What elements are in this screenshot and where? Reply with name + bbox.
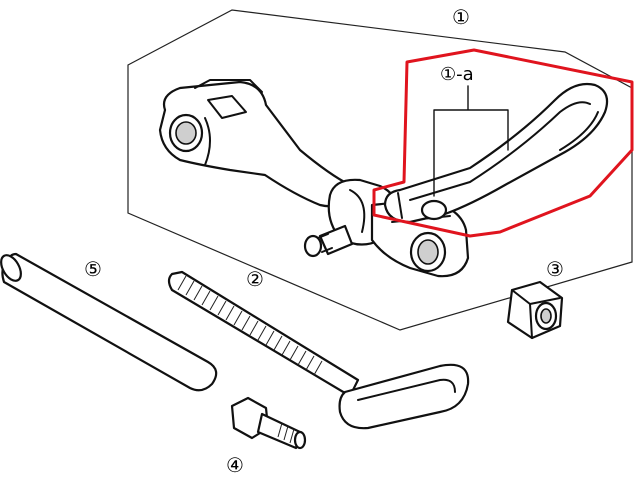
part-5-rod: [0, 252, 218, 392]
assembly-boundary: [127, 9, 633, 331]
part-2-t-bolt: [167, 270, 470, 430]
highlight-outline: [372, 48, 634, 238]
part-5-label: ⑤: [84, 257, 102, 281]
sub-part-leader: [433, 85, 509, 197]
sub-part-label: ①-a: [440, 64, 474, 85]
part-4-shoulder-bolt: [230, 396, 307, 450]
part-3-label: ③: [546, 257, 564, 281]
assembly-label: ①: [452, 5, 470, 29]
part-4-label: ④: [226, 453, 244, 477]
part-2-label: ②: [246, 267, 264, 291]
part-3-hex-nut: [506, 280, 564, 340]
lever-handle: [383, 82, 609, 224]
